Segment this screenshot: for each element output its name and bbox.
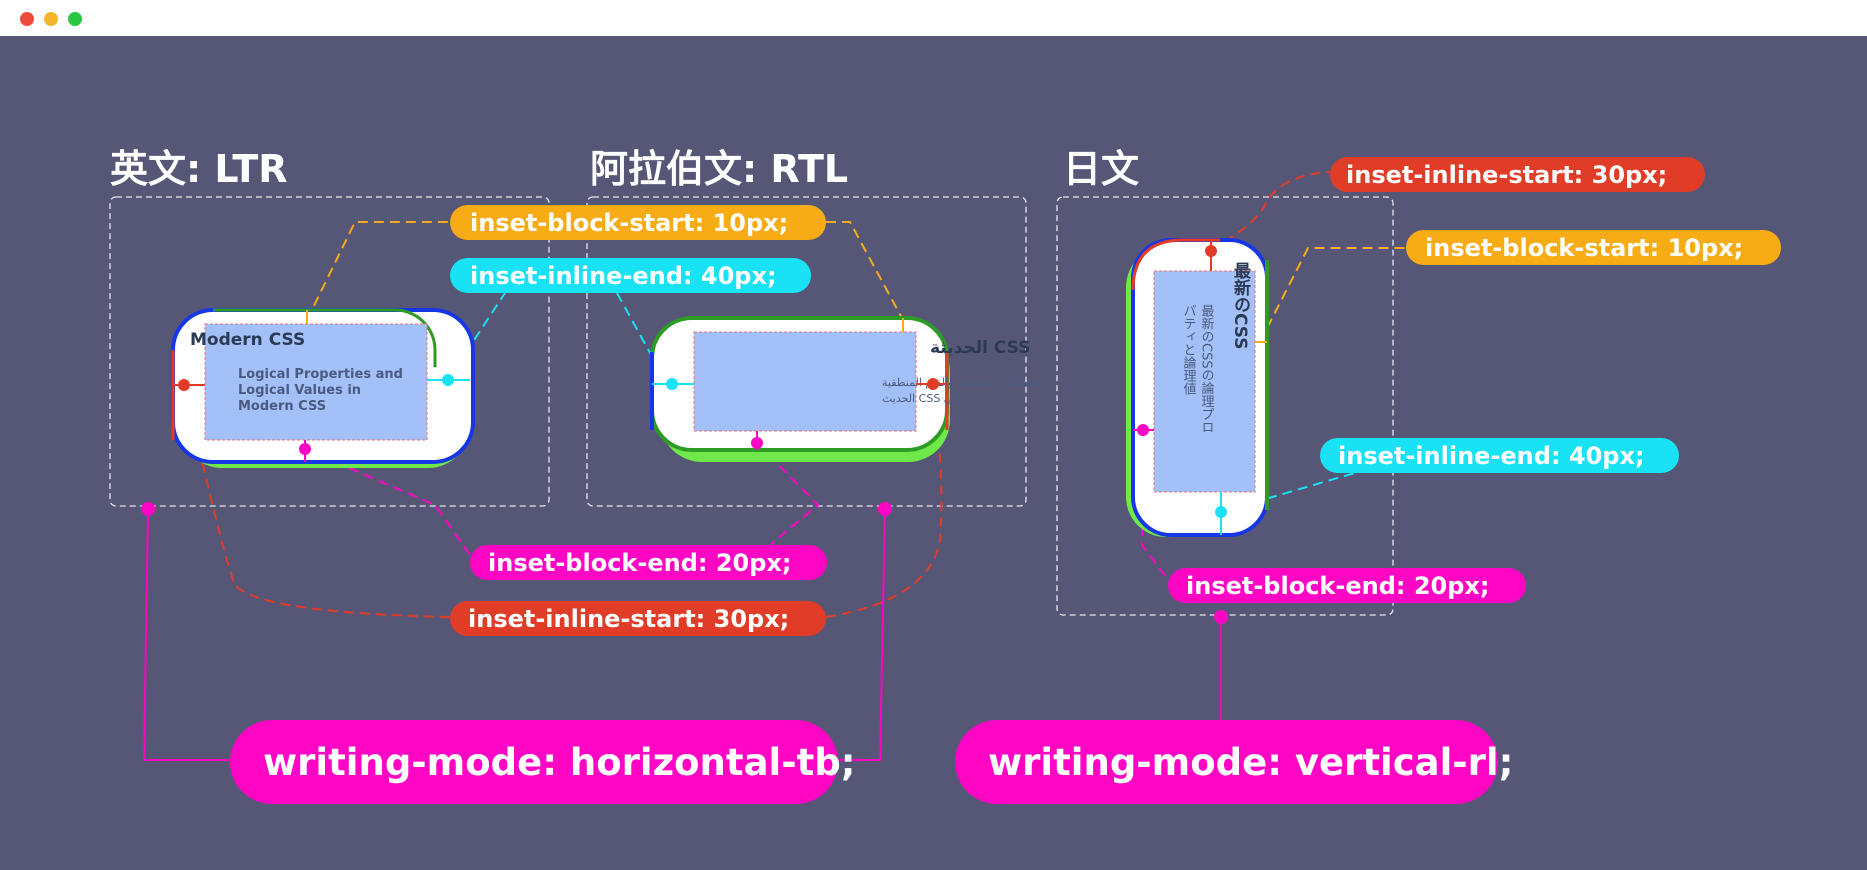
card-body-ar-line1: الخصائص المنطقية والقيم المنطقية [882,376,1043,389]
dot-writing-mode-jp [1214,610,1228,624]
label-block-end-jp: inset-block-end: 20px; [1186,572,1490,600]
card-title-en: Modern CSS [190,330,305,350]
card-ltr: Modern CSS Logical Properties and Logica… [171,308,475,468]
connector-writing-mode-rtl [838,508,886,761]
dot-block-end-ltr [299,443,311,455]
heading-jp: 日文 [1063,147,1139,191]
label-block-start-shared: inset-block-start: 10px; [470,209,788,237]
close-window-icon[interactable] [20,12,34,26]
card-title-jp: 最新のCSS [1230,262,1251,350]
connector-block-end-rtl [756,442,820,546]
dot-inline-start-ltr [178,379,190,391]
dot-inline-end-ltr [442,374,454,386]
pill-inline-end-jp: inset-inline-end: 40px; [1320,438,1679,473]
container-rtl [586,196,1027,507]
label-inline-end-shared: inset-inline-end: 40px; [470,262,777,290]
card-body-ar-line2: في CSS الحديث [882,392,958,405]
container-ltr [109,196,550,507]
dot-block-end-jp [1137,424,1149,436]
connector-dots [141,245,1228,624]
diagram-canvas: 英文: LTR 阿拉伯文: RTL 日文 [0,36,1867,870]
label-writing-mode-htb: writing-mode: horizontal-tb; [263,741,856,784]
maximize-window-icon[interactable] [68,12,82,26]
dot-inline-start-jp [1205,245,1217,257]
pill-inline-start-jp: inset-inline-start: 30px; [1330,157,1705,192]
dot-writing-mode-rtl [878,502,892,516]
minimize-window-icon[interactable] [44,12,58,26]
dot-writing-mode-ltr [141,502,155,516]
pill-writing-mode-htb: writing-mode: horizontal-tb; [230,720,856,804]
label-writing-mode-vrl: writing-mode: vertical-rl; [988,741,1513,784]
connector-inline-start-jp [1210,171,1331,251]
card-title-ar: CSS الحديثة [930,338,1030,358]
label-block-end-shared: inset-block-end: 20px; [488,549,792,577]
card-body-en-line3: Modern CSS [238,399,326,414]
heading-rtl: 阿拉伯文: RTL [590,147,848,191]
card-body-en-line2: Logical Values in [238,383,361,398]
pill-writing-mode-vrl: writing-mode: vertical-rl; [955,720,1513,804]
label-inline-start-shared: inset-inline-start: 30px; [468,605,789,633]
dot-block-end-rtl [751,437,763,449]
pill-block-start-shared: inset-block-start: 10px; [450,205,826,240]
card-body-en-line1: Logical Properties and [238,367,403,382]
pill-block-end-shared: inset-block-end: 20px; [470,545,827,580]
pill-inline-start-shared: inset-inline-start: 30px; [450,601,826,636]
pill-block-end-jp: inset-block-end: 20px; [1168,568,1526,603]
connector-block-end-ltr [304,448,471,556]
card-body-jp-line2: パティと論理値 [1181,304,1197,395]
card-body-jp-line1: 最新のCSSの論理プロ [1199,304,1215,434]
window-titlebar [0,0,1867,36]
label-block-start-jp: inset-block-start: 10px; [1425,234,1743,262]
label-inline-end-jp: inset-inline-end: 40px; [1338,442,1645,470]
pill-inline-end-shared: inset-inline-end: 40px; [450,258,811,293]
connector-block-start-ltr [306,221,450,321]
card-rtl: CSS الحديثة الخصائص المنطقية والقيم المن… [650,316,1043,462]
dot-inline-end-rtl [666,378,678,390]
connector-writing-mode-ltr [142,508,230,761]
writing-mode-connectors [142,508,1222,761]
connector-inline-start-rtl [825,384,943,618]
heading-ltr: 英文: LTR [110,147,288,191]
connector-block-start-jp [1259,247,1406,343]
pill-block-start-jp: inset-block-start: 10px; [1406,230,1781,265]
dot-inline-start-rtl [927,378,939,390]
label-inline-start-jp: inset-inline-start: 30px; [1346,161,1667,189]
card-jp: 最新のCSS 最新のCSSの論理プロ パティと論理値 [1126,238,1269,537]
writing-mode-diagram: 英文: LTR 阿拉伯文: RTL 日文 [109,147,1781,804]
dot-inline-end-jp [1215,506,1227,518]
connector-inline-start-ltr [184,384,451,618]
connector-block-start-rtl [826,221,904,321]
